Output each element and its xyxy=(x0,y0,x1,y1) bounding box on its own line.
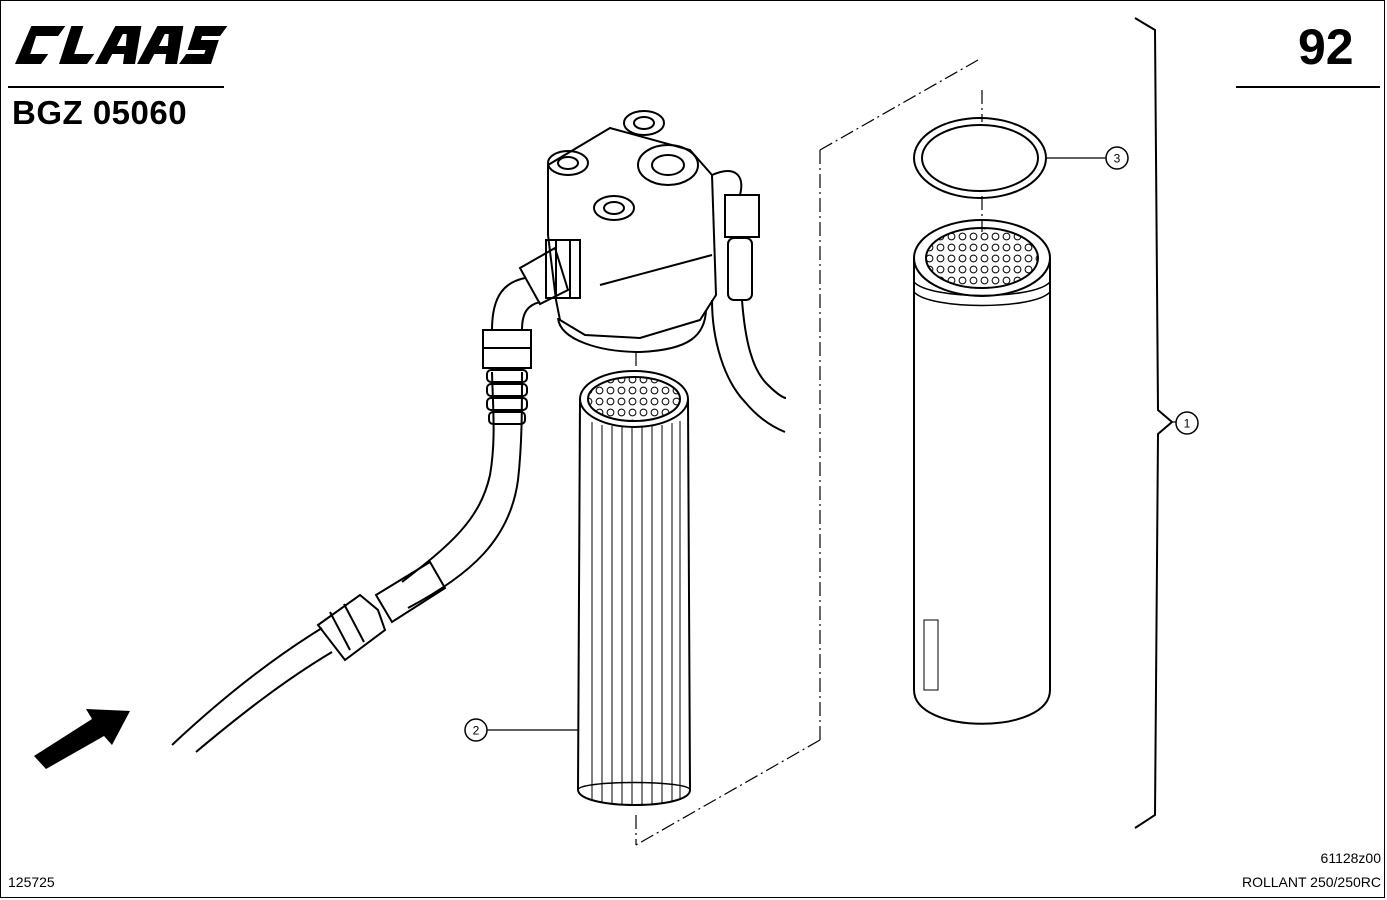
o-ring-seal xyxy=(913,117,1047,199)
header-rule-right xyxy=(1236,86,1380,88)
callout-2: 2 xyxy=(464,718,578,742)
header-rule-left xyxy=(8,86,224,88)
callout-1-label: 1 xyxy=(1184,417,1191,431)
page-number: 92 xyxy=(1298,19,1354,75)
claas-logo-graphic xyxy=(15,26,228,64)
filter-head xyxy=(547,110,787,433)
assembly-center-lines xyxy=(635,59,983,846)
filter-element xyxy=(576,370,692,806)
flow-direction-arrow-icon xyxy=(34,709,130,769)
assembly-bracket xyxy=(1134,17,1174,829)
callout-3: 3 xyxy=(1046,146,1129,170)
hydraulic-hose xyxy=(171,239,581,753)
drawing-number: 125725 xyxy=(8,874,55,890)
callout-3-label: 3 xyxy=(1114,152,1121,166)
machine-model: ROLLANT 250/250RC xyxy=(1241,874,1381,890)
document-code: BGZ 05060 xyxy=(12,94,188,131)
callout-1: 1 xyxy=(1172,411,1199,435)
filter-housing xyxy=(913,219,1051,725)
claas-logo xyxy=(10,24,232,71)
callout-2-label: 2 xyxy=(473,724,480,738)
image-reference: 61128z00 xyxy=(1320,850,1381,866)
